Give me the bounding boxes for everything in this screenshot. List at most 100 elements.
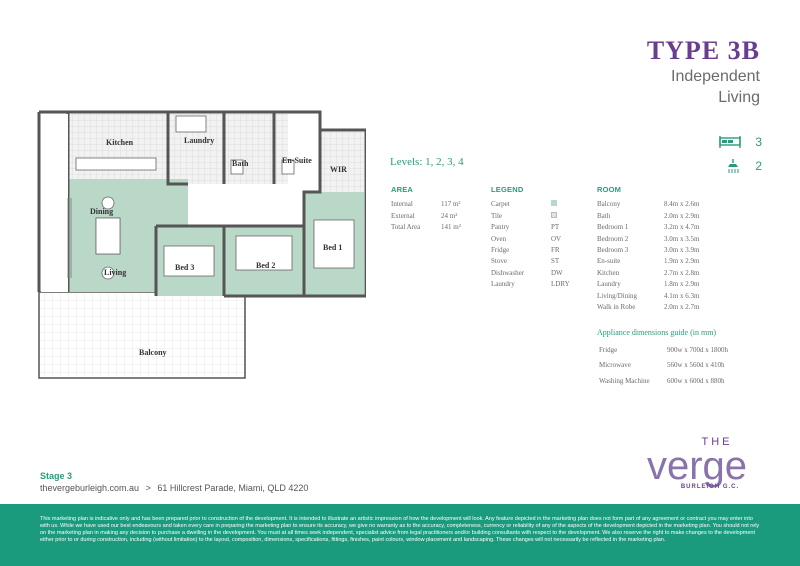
balcony-area bbox=[38, 291, 246, 379]
room-value: 1.9m x 2.9m bbox=[664, 257, 700, 266]
legend-code: DW bbox=[551, 268, 563, 277]
plan-label-living: Living bbox=[104, 268, 126, 277]
table-row: Bedroom 2 3.0m x 3.5m bbox=[597, 234, 699, 245]
table-row: Internal 117 m² bbox=[391, 199, 461, 210]
room-value: 2.0m x 2.9m bbox=[664, 211, 700, 220]
area-label: Internal bbox=[391, 200, 413, 209]
verge-logo: THE verge BURLEIGH G.C. bbox=[632, 436, 762, 490]
legend-code: ST bbox=[551, 257, 560, 266]
room-label: Balcony bbox=[597, 200, 621, 209]
appliance-table: Fridge 900w x 700d x 1800h Microwave 560w … bbox=[597, 342, 730, 391]
area-value: 141 m² bbox=[441, 223, 461, 232]
table-row: Walk in Robe 2.0m x 2.7m bbox=[597, 302, 699, 313]
legend-label: Stove bbox=[491, 257, 507, 266]
floor-plan: Kitchen Laundry Bath En-Suite WIR Dining… bbox=[37, 110, 366, 379]
title-block: TYPE 3B Independent Living bbox=[647, 36, 760, 108]
appliance-label: Microwave bbox=[599, 361, 631, 369]
legend-code: OV bbox=[551, 234, 562, 243]
table-row: Microwave 560w x 560d x 410h bbox=[599, 359, 728, 373]
room-value: 3.2m x 4.7m bbox=[664, 223, 700, 232]
legend-heading: LEGEND bbox=[491, 185, 524, 194]
room-value: 3.0m x 3.5m bbox=[664, 234, 700, 243]
table-row: Washing Machine 600w x 600d x 880h bbox=[599, 375, 728, 389]
table-row: Bath 2.0m x 2.9m bbox=[597, 211, 699, 222]
table-row: Laundry 1.8m x 2.9m bbox=[597, 279, 699, 290]
table-row: Stove ST bbox=[491, 256, 570, 267]
legend-label: Oven bbox=[491, 234, 507, 243]
disclaimer-footer: This marketing plan is indicative only a… bbox=[0, 504, 800, 566]
plan-label-kitchen: Kitchen bbox=[106, 138, 134, 147]
stage-address-line: thevergeburleigh.com.au > 61 Hillcrest P… bbox=[40, 483, 308, 493]
appliance-label: Washing Machine bbox=[599, 376, 650, 385]
unit-subtitle-line2: Living bbox=[718, 89, 760, 106]
room-value: 3.0m x 3.9m bbox=[664, 246, 700, 255]
room-value: 1.8m x 2.9m bbox=[664, 280, 700, 289]
plan-label-laundry: Laundry bbox=[184, 136, 214, 145]
area-value: 24 m² bbox=[441, 211, 458, 220]
bathroom-count: 2 bbox=[755, 159, 762, 173]
table-row: Pantry PT bbox=[491, 222, 570, 233]
plan-label-bed3: Bed 3 bbox=[175, 263, 194, 272]
appliance-label: Fridge bbox=[599, 345, 618, 354]
table-row: Tile bbox=[491, 211, 570, 222]
room-value: 8.4m x 2.6m bbox=[664, 200, 700, 209]
unit-subtitle-line1: Independent bbox=[671, 68, 760, 85]
table-row: Fridge FR bbox=[491, 245, 570, 256]
street-address: 61 Hillcrest Parade, Miami, QLD 4220 bbox=[157, 483, 309, 493]
appliance-value: 560w x 560d x 410h bbox=[667, 361, 725, 369]
legend-code: FR bbox=[551, 246, 560, 255]
room-counts: 3 2 bbox=[719, 130, 762, 178]
area-heading: AREA bbox=[391, 185, 414, 194]
area-value: 117 m² bbox=[441, 200, 461, 209]
plan-label-bath: Bath bbox=[232, 159, 249, 168]
plan-label-bed2: Bed 2 bbox=[256, 261, 275, 270]
unit-type-title: TYPE 3B bbox=[646, 36, 760, 65]
legend-label: Pantry bbox=[491, 223, 510, 232]
bathroom-count-row: 2 bbox=[719, 154, 762, 178]
room-label: Walk in Robe bbox=[597, 303, 636, 312]
room-value: 2.7m x 2.8m bbox=[664, 268, 700, 277]
appliance-value: 900w x 700d x 1800h bbox=[667, 345, 729, 354]
table-row: Carpet bbox=[491, 199, 570, 210]
room-value: 4.1m x 6.3m bbox=[664, 291, 700, 300]
room-label: Bath bbox=[597, 211, 611, 220]
table-row: Dishwasher DW bbox=[491, 268, 570, 279]
shower-icon bbox=[725, 158, 741, 174]
room-table: Balcony 8.4m x 2.6m Bath 2.0m x 2.9m Bedro… bbox=[597, 199, 699, 313]
legend-code: PT bbox=[551, 223, 560, 232]
legend-code: LDRY bbox=[551, 280, 570, 289]
stage-title: Stage 3 bbox=[40, 471, 73, 481]
legend-section: LEGEND Carpet Tile Pantry PT Oven OV Fridg… bbox=[491, 184, 570, 291]
appliance-value: 600w x 600d x 880h bbox=[667, 376, 725, 385]
stage-block: Stage 3 thevergeburleigh.com.au > 61 Hil… bbox=[40, 471, 308, 493]
plan-label-dining: Dining bbox=[90, 207, 113, 216]
tile-swatch bbox=[551, 211, 570, 222]
appliance-heading: Appliance dimensions guide (in mm) bbox=[597, 328, 717, 337]
logo-the: THE bbox=[701, 436, 733, 448]
legend-label: Fridge bbox=[491, 246, 510, 255]
legend-label: Dishwasher bbox=[491, 268, 525, 277]
plan-label-balcony: Balcony bbox=[139, 348, 167, 357]
bedroom-count: 3 bbox=[755, 135, 762, 149]
levels-label: Levels: 1, 2, 3, 4 bbox=[390, 156, 464, 168]
wir-area bbox=[320, 132, 364, 192]
table-row: Oven OV bbox=[491, 234, 570, 245]
logo-verge: verge bbox=[646, 444, 748, 488]
website-link[interactable]: thevergeburleigh.com.au bbox=[40, 483, 140, 493]
table-row: Kitchen 2.7m x 2.8m bbox=[597, 268, 699, 279]
room-label: Kitchen bbox=[597, 268, 620, 277]
room-label: Bedroom 2 bbox=[597, 234, 629, 243]
room-label: Laundry bbox=[597, 280, 621, 289]
table-row: Balcony 8.4m x 2.6m bbox=[597, 199, 699, 210]
room-value: 2.0m x 2.7m bbox=[664, 303, 700, 312]
